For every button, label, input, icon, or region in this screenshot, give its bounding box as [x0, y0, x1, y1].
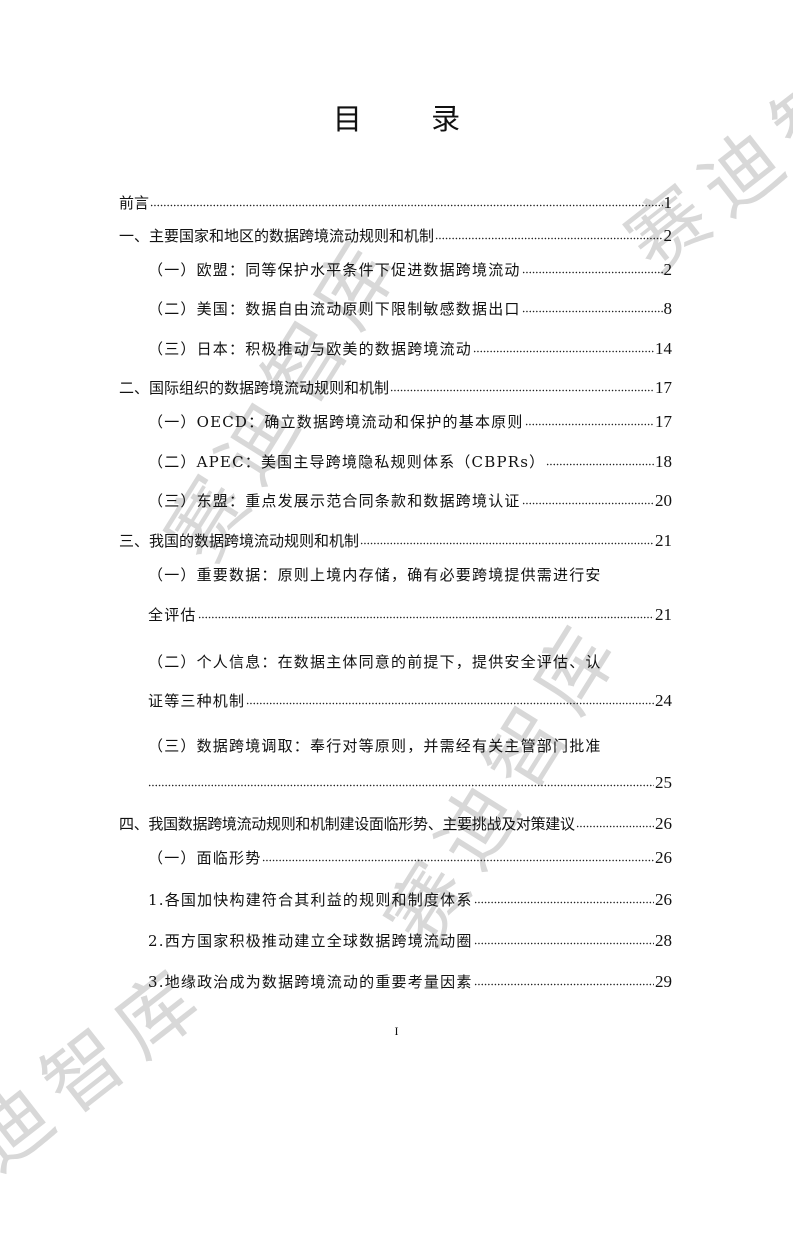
toc-entry-text: 证等三种机制 — [148, 692, 246, 710]
toc-page-number: 29 — [655, 972, 672, 991]
dot-leader — [524, 413, 654, 428]
toc-entry-text: （一）欧盟：同等保护水平条件下促进数据跨境流动 — [148, 261, 521, 279]
toc-entry-section-1-3[interactable]: （三）日本：积极推动与欧美的数据跨境流动 14 — [148, 338, 672, 359]
dot-leader — [246, 692, 654, 707]
toc-page-number: 26 — [655, 814, 672, 833]
toc-entry-text: 二、国际组织的数据跨境流动规则和机制 — [119, 379, 390, 397]
toc-page-number: 18 — [655, 452, 672, 471]
toc-entry-text: 前言 — [119, 194, 150, 212]
toc-entry-section-2-2[interactable]: （二）APEC：美国主导跨境隐私规则体系（CBPRs） 18 — [148, 451, 672, 472]
dot-leader — [521, 300, 663, 315]
page-number: I — [394, 1024, 399, 1038]
toc-entry-section-2-3[interactable]: （三）东盟：重点发展示范合同条款和数据跨境认证 20 — [148, 490, 672, 511]
dot-leader — [360, 532, 654, 547]
dot-leader — [473, 973, 654, 988]
toc-entry-section-4[interactable]: 四、我国数据跨境流动规则和机制建设面临形势、主要挑战及对策建议 26 — [119, 813, 672, 834]
dot-leader — [546, 453, 654, 468]
toc-entry-section-1-1[interactable]: （一）欧盟：同等保护水平条件下促进数据跨境流动 2 — [148, 259, 672, 280]
toc-page-number: 8 — [663, 299, 673, 318]
toc-entry-section-2-1[interactable]: （一）OECD：确立数据跨境流动和保护的基本原则 17 — [148, 411, 672, 432]
dot-leader — [473, 891, 654, 906]
toc-entry-section-3-2-line1[interactable]: （二）个人信息：在数据主体同意的前提下，提供安全评估、认 — [148, 653, 602, 671]
toc-page-number: 20 — [655, 491, 672, 510]
toc-entry-text: （二）美国：数据自由流动原则下限制敏感数据出口 — [148, 300, 521, 318]
toc-entry-text: 1.各国加快构建符合其利益的规则和制度体系 — [148, 891, 473, 909]
dot-leader — [473, 340, 654, 355]
toc-entry-text: 一、主要国家和地区的数据跨境流动规则和机制 — [119, 227, 435, 245]
toc-page-number: 25 — [655, 773, 672, 792]
toc-entry-section-2[interactable]: 二、国际组织的数据跨境流动规则和机制 17 — [119, 377, 672, 398]
dot-leader — [575, 815, 654, 830]
toc-entry-section-3-3[interactable]: 25 — [148, 773, 672, 793]
toc-entry-section-4-1-3[interactable]: 3.地缘政治成为数据跨境流动的重要考量因素 29 — [148, 971, 672, 992]
toc-entry-section-3-1[interactable]: 全评估 21 — [148, 604, 672, 625]
toc-entry-section-1[interactable]: 一、主要国家和地区的数据跨境流动规则和机制 2 — [119, 225, 672, 246]
toc-entry-text: （三）日本：积极推动与欧美的数据跨境流动 — [148, 340, 473, 358]
toc-entry-text: 四、我国数据跨境流动规则和机制建设面临形势、主要挑战及对策建议 — [119, 815, 575, 833]
toc-page-number: 21 — [655, 531, 672, 550]
dot-leader — [435, 227, 663, 242]
toc-entry-section-3-3-line1[interactable]: （三）数据跨境调取：奉行对等原则，并需经有关主管部门批准 — [148, 737, 602, 755]
toc-entry-text: 3.地缘政治成为数据跨境流动的重要考量因素 — [148, 973, 473, 991]
toc-page-number: 24 — [655, 691, 672, 710]
toc-entry-section-3-1-line1[interactable]: （一）重要数据：原则上境内存储，确有必要跨境提供需进行安 — [148, 566, 602, 584]
toc-entry-text: 全评估 — [148, 606, 197, 624]
toc-page-number: 26 — [655, 890, 672, 909]
watermark: 赛迪智库 — [611, 0, 793, 291]
toc-page-number: 17 — [655, 378, 672, 397]
toc-page-number: 1 — [663, 193, 673, 212]
toc-entry-section-4-1[interactable]: （一）面临形势 26 — [148, 847, 672, 868]
dot-leader — [521, 261, 663, 276]
dot-leader — [473, 932, 654, 947]
toc-page-number: 2 — [663, 260, 673, 279]
toc-page-number: 21 — [655, 605, 672, 624]
dot-leader — [262, 849, 654, 864]
toc-page-number: 28 — [655, 931, 672, 950]
dot-leader — [521, 492, 654, 507]
toc-entry-section-4-1-2[interactable]: 2.西方国家积极推动建立全球数据跨境流动圈 28 — [148, 930, 672, 951]
dot-leader — [197, 606, 654, 621]
dot-leader — [148, 774, 654, 789]
toc-entry-text: （一）OECD：确立数据跨境流动和保护的基本原则 — [148, 413, 524, 431]
toc-page-number: 26 — [655, 848, 672, 867]
toc-entry-preface[interactable]: 前言 1 — [119, 192, 672, 213]
toc-entry-text: 2.西方国家积极推动建立全球数据跨境流动圈 — [148, 932, 473, 950]
dot-leader — [150, 194, 663, 209]
dot-leader — [390, 379, 654, 394]
toc-entry-text: （三）东盟：重点发展示范合同条款和数据跨境认证 — [148, 492, 521, 510]
toc-entry-section-4-1-1[interactable]: 1.各国加快构建符合其利益的规则和制度体系 26 — [148, 889, 672, 910]
toc-entry-text: （二）APEC：美国主导跨境隐私规则体系（CBPRs） — [148, 453, 546, 471]
toc-entry-section-3[interactable]: 三、我国的数据跨境流动规则和机制 21 — [119, 530, 672, 551]
toc-entry-text: 三、我国的数据跨境流动规则和机制 — [119, 532, 360, 550]
toc-entry-section-3-2[interactable]: 证等三种机制 24 — [148, 690, 672, 711]
toc-entry-section-1-2[interactable]: （二）美国：数据自由流动原则下限制敏感数据出口 8 — [148, 298, 672, 319]
toc-page-number: 14 — [655, 339, 672, 358]
toc-page-number: 17 — [655, 412, 672, 431]
toc-page-number: 2 — [663, 226, 673, 245]
toc-entry-text: （一）面临形势 — [148, 849, 262, 867]
page-title: 目 录 — [332, 102, 491, 136]
